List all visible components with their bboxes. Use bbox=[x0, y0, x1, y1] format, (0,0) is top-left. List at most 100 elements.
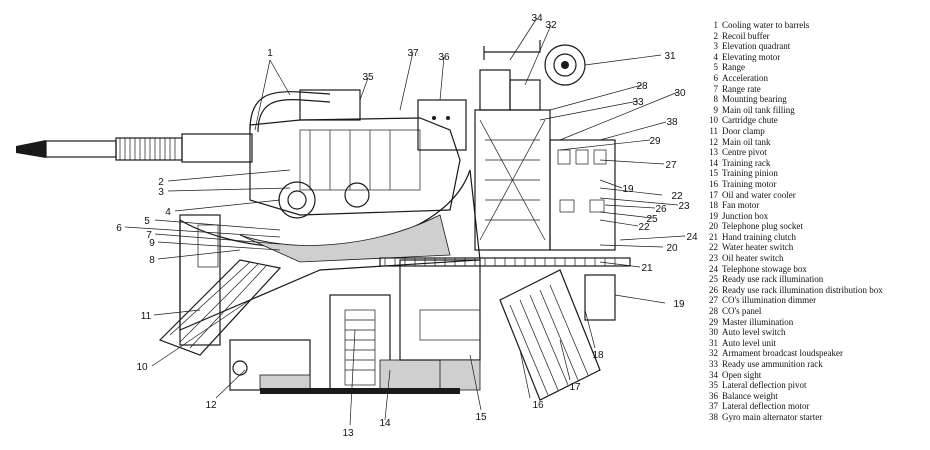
legend-label: CO's illumination dimmer bbox=[722, 295, 817, 306]
legend-number: 3 bbox=[713, 41, 719, 52]
legend-number: 2 bbox=[713, 30, 719, 41]
legend-number: 25 bbox=[709, 274, 718, 285]
callout-33: 33 bbox=[632, 97, 644, 108]
legend-label: Water heater switch bbox=[722, 242, 794, 253]
legend-number: 12 bbox=[709, 136, 718, 147]
callout-5: 5 bbox=[144, 216, 150, 227]
legend-label: Centre pivot bbox=[722, 147, 767, 158]
oil-water-cooler bbox=[499, 269, 601, 401]
callout-15: 15 bbox=[475, 412, 487, 423]
legend-label: Elevation quadrant bbox=[722, 41, 791, 52]
gun-barrel bbox=[16, 133, 253, 163]
base-pedestal bbox=[229, 259, 481, 394]
callout-24: 24 bbox=[686, 232, 698, 243]
legend-label: Balance weight bbox=[722, 390, 778, 401]
cooling-pipes bbox=[249, 91, 331, 133]
legend-label: Ready use ammunition rack bbox=[722, 359, 823, 369]
legend-number: 19 bbox=[709, 210, 718, 221]
callout-25: 25 bbox=[646, 214, 658, 225]
legend-item: 10 Cartridge chute bbox=[704, 115, 930, 126]
legend-number: 30 bbox=[709, 327, 718, 338]
leader-lines bbox=[124, 17, 686, 426]
callout-labels: 1 2 3 4 5 6 7 8 9 10 11 12 13 14 15 16 1… bbox=[116, 13, 698, 439]
callout-10: 10 bbox=[136, 362, 148, 373]
legend-label: Elevating motor bbox=[722, 51, 781, 62]
legend-number: 22 bbox=[709, 242, 718, 253]
legend-item: 20 Telephone plug socket bbox=[704, 221, 930, 232]
legend-number: 10 bbox=[709, 115, 718, 126]
legend-item: 34 Open sight bbox=[704, 370, 930, 381]
callout-18: 18 bbox=[592, 350, 604, 361]
legend-label: Cartridge chute bbox=[722, 115, 778, 126]
legend-number: 20 bbox=[709, 221, 718, 232]
legend-number: 1 bbox=[713, 20, 719, 30]
legend-number: 36 bbox=[709, 390, 718, 401]
callout-6: 6 bbox=[116, 223, 122, 234]
legend-label: Training rack bbox=[722, 157, 771, 168]
callout-29: 29 bbox=[649, 136, 661, 147]
legend-item: 27 CO's illumination dimmer bbox=[704, 295, 930, 306]
callout-22a: 22 bbox=[671, 191, 683, 202]
legend-number: 24 bbox=[709, 263, 718, 274]
legend-label: Lateral deflection pivot bbox=[722, 380, 807, 391]
open-sight bbox=[483, 40, 541, 60]
callout-19b: 19 bbox=[673, 299, 685, 310]
callout-16: 16 bbox=[532, 400, 544, 411]
legend-number: 4 bbox=[713, 51, 719, 62]
callout-34: 34 bbox=[531, 13, 543, 24]
callout-17: 17 bbox=[569, 382, 581, 393]
legend-item: 36 Balance weight bbox=[704, 391, 930, 402]
legend-number: 26 bbox=[709, 284, 718, 295]
legend-number: 18 bbox=[709, 200, 718, 211]
legend-label: Ready use rack illumination bbox=[722, 274, 824, 285]
legend-number: 37 bbox=[709, 401, 718, 412]
callout-21: 21 bbox=[641, 263, 653, 274]
legend-label: Door clamp bbox=[722, 125, 765, 136]
callout-26: 26 bbox=[655, 204, 667, 215]
legend-number: 35 bbox=[709, 380, 718, 391]
legend-number: 21 bbox=[709, 231, 718, 242]
legend-number: 16 bbox=[709, 178, 718, 189]
legend-label: CO's panel bbox=[722, 306, 762, 317]
callout-4: 4 bbox=[165, 207, 171, 218]
callout-2: 2 bbox=[158, 177, 164, 188]
legend-number: 15 bbox=[709, 168, 718, 179]
legend-number: 5 bbox=[713, 62, 719, 73]
legend-label: Range rate bbox=[722, 83, 761, 94]
callout-36: 36 bbox=[438, 52, 450, 63]
legend-number: 14 bbox=[709, 157, 718, 168]
callout-28: 28 bbox=[636, 81, 648, 92]
legend-label: Cooling water to barrels bbox=[722, 20, 810, 30]
legend-label: Main oil tank bbox=[722, 136, 771, 147]
legend-number: 13 bbox=[709, 147, 718, 158]
legend-number: 9 bbox=[713, 104, 719, 115]
legend-label: Telephone plug socket bbox=[722, 221, 803, 232]
legend-number: 34 bbox=[709, 369, 718, 380]
legend-number: 27 bbox=[709, 295, 718, 306]
legend-item: 35 Lateral deflection pivot bbox=[704, 380, 930, 391]
balance-weight bbox=[417, 99, 467, 151]
legend-label: Open sight bbox=[722, 369, 762, 380]
legend-label: Mounting bearing bbox=[722, 94, 787, 105]
callout-13: 13 bbox=[342, 428, 354, 439]
callout-12: 12 bbox=[205, 400, 217, 411]
